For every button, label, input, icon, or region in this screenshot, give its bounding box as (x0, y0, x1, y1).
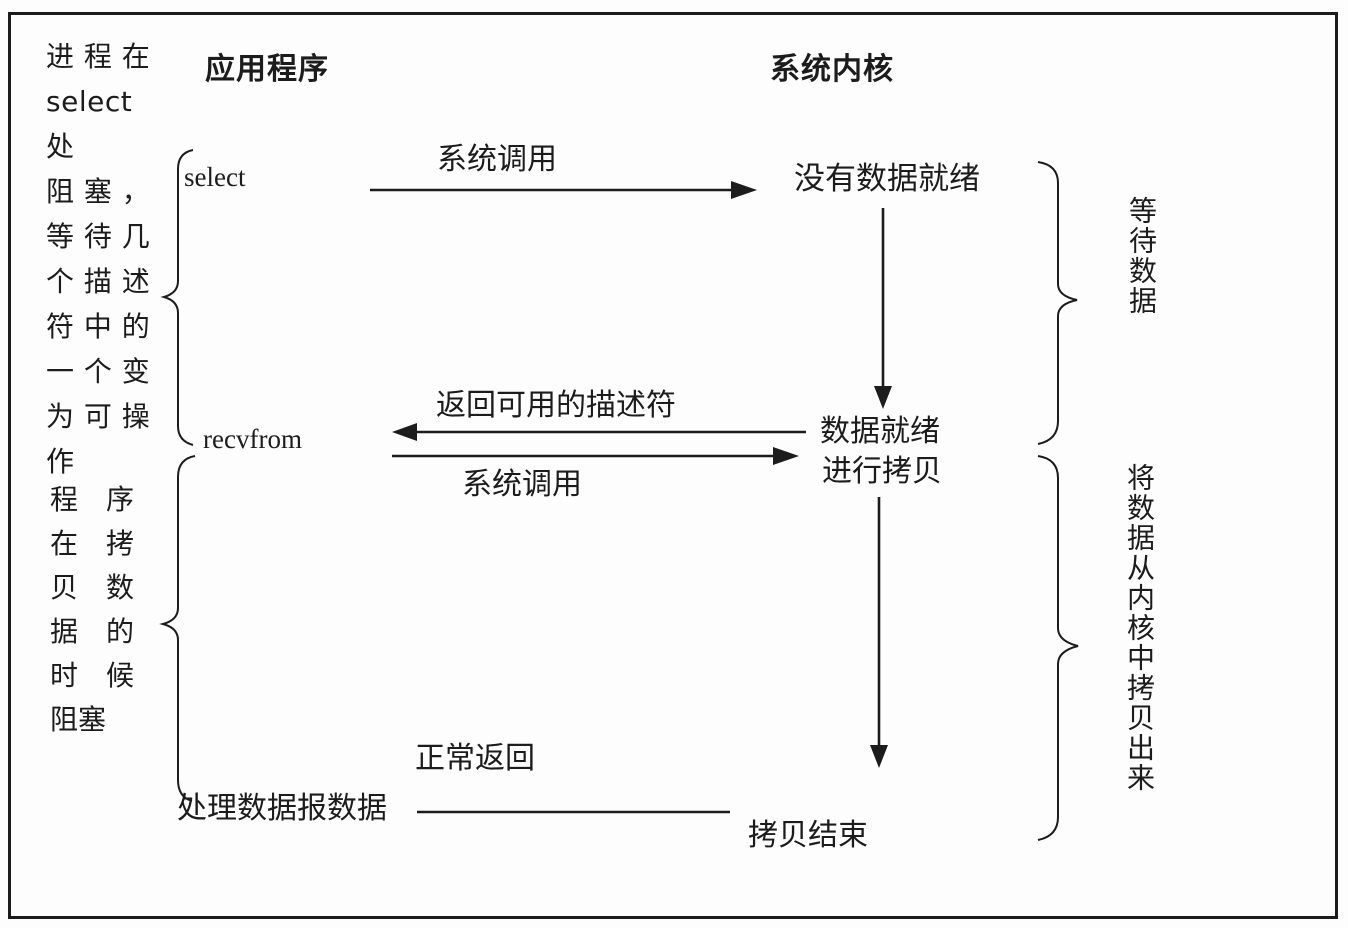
label-return-descriptor: 返回可用的描述符 (436, 388, 676, 423)
brace-left-select (160, 149, 194, 446)
state-do-copy: 进行拷贝 (822, 454, 942, 489)
label-normal-return: 正常返回 (415, 741, 535, 776)
label-process-datagram: 处理数据报数据 (177, 791, 387, 826)
note-copy-blocking: 程 序 在 拷 贝 数 据 的 时 候 阻塞 (50, 483, 135, 736)
brace-right-wait (1037, 161, 1078, 445)
arrow-syscall-recvfrom (392, 447, 799, 465)
arrow-return-descriptor (392, 423, 806, 441)
note-select-blocking: 进 程 在 select 处 阻 塞 ， 等 待 几 个 描 述 符 中 的 一… (46, 40, 151, 478)
arrow-kernel-wait-down (874, 208, 892, 409)
state-data-ready: 数据就绪 (820, 414, 940, 449)
caption-copy-from-kernel: 将数据从内核中拷贝出来 (1123, 463, 1156, 793)
outer-border (8, 12, 1338, 919)
header-kernel: 系统内核 (770, 52, 894, 87)
state-copy-done: 拷贝结束 (748, 818, 868, 853)
brace-left-recvfrom (159, 455, 196, 802)
header-application: 应用程序 (205, 52, 329, 87)
state-no-data-ready: 没有数据就绪 (794, 161, 980, 197)
label-select-call: select (184, 162, 246, 192)
label-recvfrom-call: recvfrom (203, 424, 302, 454)
arrow-kernel-copy-down (870, 497, 888, 768)
arrow-syscall-select (370, 181, 757, 199)
label-syscall-2: 系统调用 (462, 467, 582, 502)
brace-right-copy (1037, 455, 1079, 841)
caption-wait-data: 等待数据 (1125, 196, 1158, 316)
label-syscall-1: 系统调用 (437, 142, 557, 177)
